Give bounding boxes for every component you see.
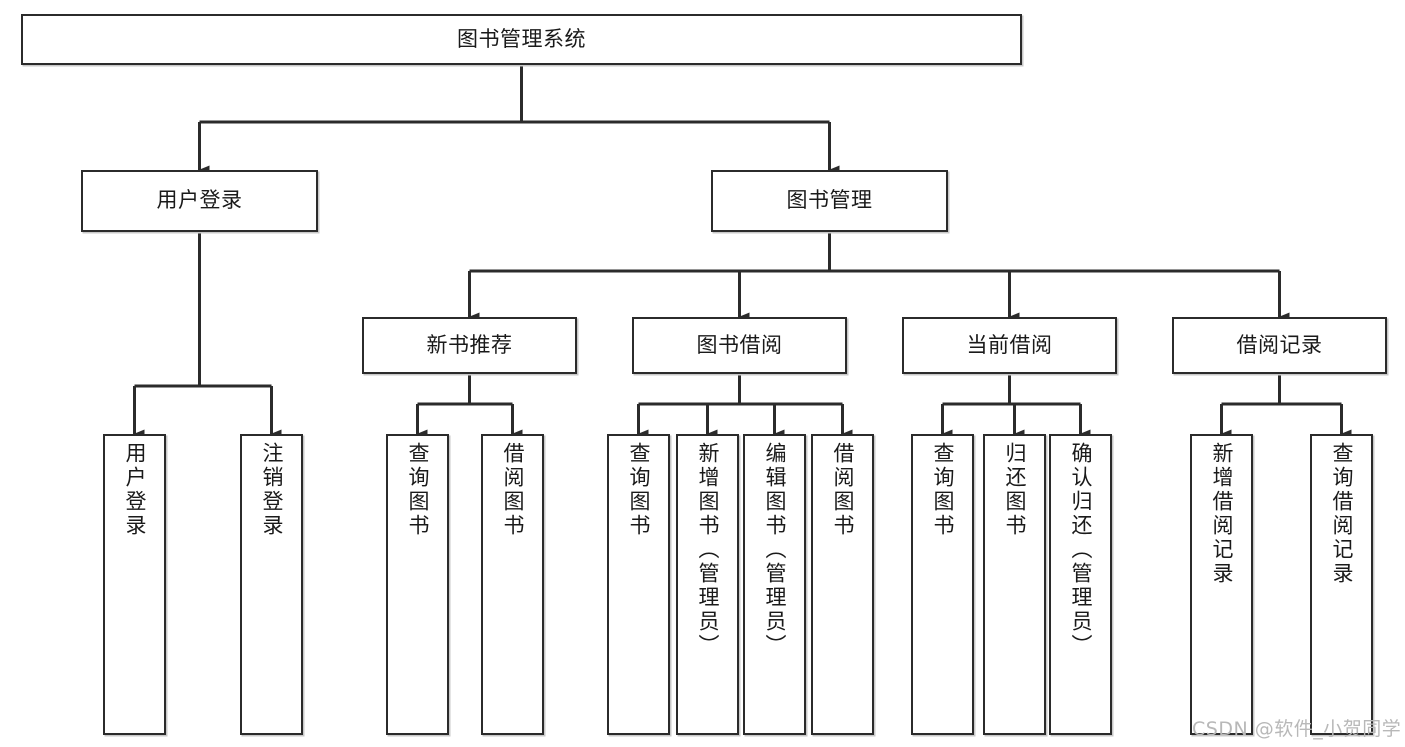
node-label: 查询图书 bbox=[931, 442, 955, 538]
node-label: 新增图书（管理员） bbox=[696, 442, 720, 658]
node-leaf-cb-return[interactable]: 归还图书 bbox=[983, 434, 1046, 735]
node-label: 图书借阅 bbox=[696, 332, 783, 357]
node-label: 查询借阅记录 bbox=[1330, 442, 1354, 586]
node-label: 查询图书 bbox=[627, 442, 651, 538]
node-label: 当前借阅 bbox=[966, 332, 1053, 357]
node-label: 新书推荐 bbox=[426, 332, 513, 357]
node-label: 借阅图书 bbox=[831, 442, 855, 538]
node-label: 编辑图书（管理员） bbox=[763, 442, 787, 658]
node-new-book-rec[interactable]: 新书推荐 bbox=[362, 317, 577, 374]
node-label: 归还图书 bbox=[1003, 442, 1027, 538]
node-book-manage[interactable]: 图书管理 bbox=[711, 170, 948, 232]
node-borrow-record[interactable]: 借阅记录 bbox=[1172, 317, 1387, 374]
node-label: 图书管理系统 bbox=[457, 26, 586, 51]
node-label: 借阅记录 bbox=[1236, 332, 1323, 357]
node-user-login[interactable]: 用户登录 bbox=[81, 170, 318, 232]
node-label: 新增借阅记录 bbox=[1210, 442, 1234, 586]
node-book-borrow[interactable]: 图书借阅 bbox=[632, 317, 847, 374]
node-leaf-cb-confirm[interactable]: 确认归还（管理员） bbox=[1049, 434, 1112, 735]
node-leaf-user-login[interactable]: 用户登录 bbox=[103, 434, 166, 735]
node-leaf-bb-edit[interactable]: 编辑图书（管理员） bbox=[743, 434, 806, 735]
node-label: 查询图书 bbox=[406, 442, 430, 538]
node-leaf-bb-borrow[interactable]: 借阅图书 bbox=[811, 434, 874, 735]
node-leaf-br-query[interactable]: 查询借阅记录 bbox=[1310, 434, 1373, 735]
node-leaf-bb-add[interactable]: 新增图书（管理员） bbox=[676, 434, 739, 735]
node-root[interactable]: 图书管理系统 bbox=[21, 14, 1022, 65]
connector-group bbox=[133, 65, 1352, 439]
node-leaf-rec-borrow[interactable]: 借阅图书 bbox=[481, 434, 544, 735]
node-current-borrow[interactable]: 当前借阅 bbox=[902, 317, 1117, 374]
node-leaf-bb-query[interactable]: 查询图书 bbox=[607, 434, 670, 735]
node-leaf-rec-query[interactable]: 查询图书 bbox=[386, 434, 449, 735]
node-label: 借阅图书 bbox=[501, 442, 525, 538]
node-leaf-user-logout[interactable]: 注销登录 bbox=[240, 434, 303, 735]
node-leaf-br-add[interactable]: 新增借阅记录 bbox=[1190, 434, 1253, 735]
node-label: 注销登录 bbox=[260, 442, 284, 538]
node-leaf-cb-query[interactable]: 查询图书 bbox=[911, 434, 974, 735]
node-label: 用户登录 bbox=[123, 442, 147, 538]
node-label: 确认归还（管理员） bbox=[1069, 442, 1093, 658]
node-label: 用户登录 bbox=[156, 188, 243, 213]
node-label: 图书管理 bbox=[786, 188, 873, 213]
